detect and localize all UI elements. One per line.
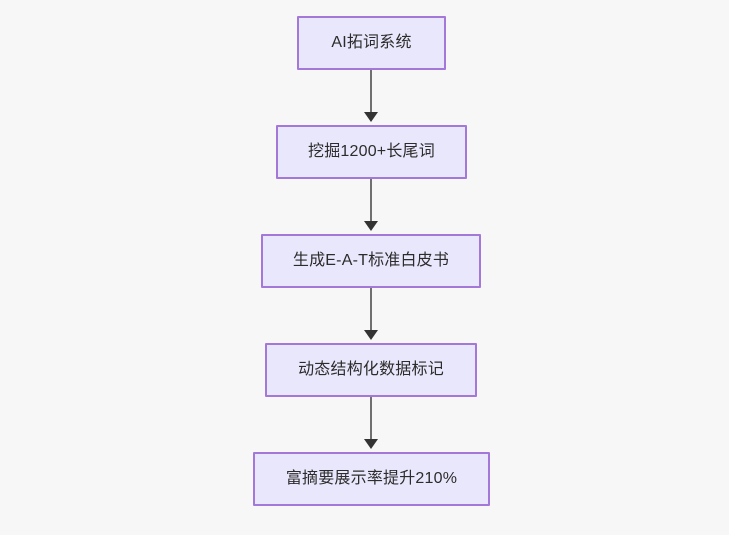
arrowhead-n3-n4 [364, 330, 378, 340]
arrowhead-n2-n3 [364, 221, 378, 231]
arrowhead-n4-n5 [364, 439, 378, 449]
flow-node-ai-keyword-system[interactable]: AI拓词系统 [297, 16, 446, 70]
edge-n1-n2 [370, 70, 372, 115]
flow-node-generate-eat-whitepaper[interactable]: 生成E-A-T标准白皮书 [261, 234, 481, 288]
edge-n3-n4 [370, 288, 372, 333]
flow-node-dynamic-structured-data-markup[interactable]: 动态结构化数据标记 [265, 343, 477, 397]
flow-node-label: 动态结构化数据标记 [298, 361, 444, 379]
flow-node-rich-snippet-impression-increase[interactable]: 富摘要展示率提升210% [253, 452, 490, 506]
arrowhead-n1-n2 [364, 112, 378, 122]
edge-n2-n3 [370, 179, 372, 224]
flow-node-label: 生成E-A-T标准白皮书 [292, 252, 450, 270]
flow-node-label: 挖掘1200+长尾词 [308, 143, 435, 161]
flow-node-label: 富摘要展示率提升210% [285, 470, 458, 488]
edge-n4-n5 [370, 397, 372, 442]
flow-node-mine-longtail-keywords[interactable]: 挖掘1200+长尾词 [276, 125, 467, 179]
flow-node-label: AI拓词系统 [331, 34, 412, 52]
